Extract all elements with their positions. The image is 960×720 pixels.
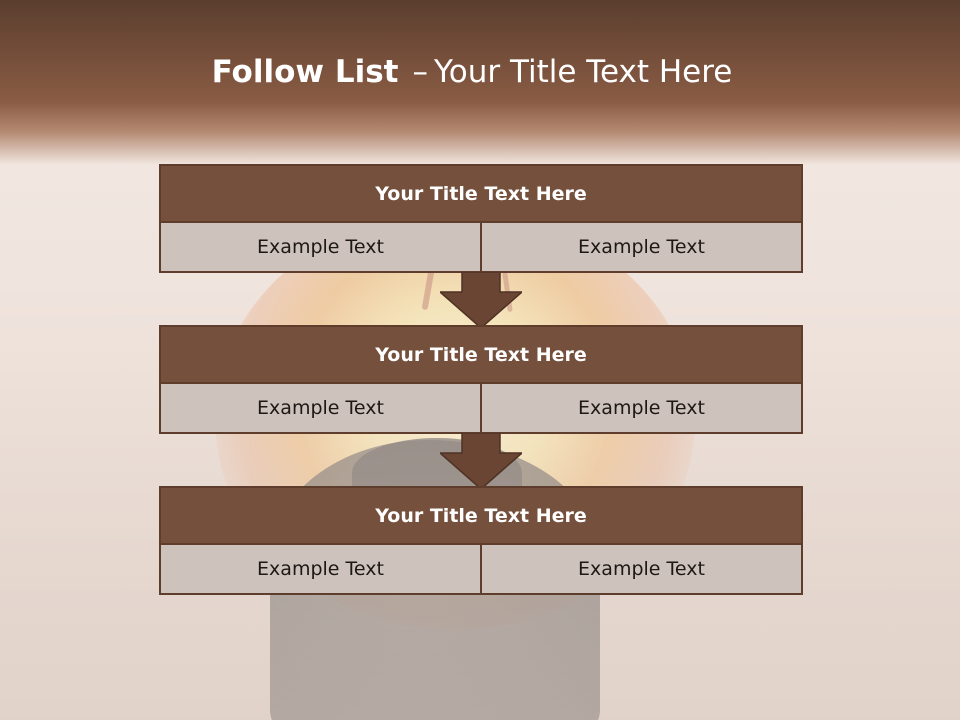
block-title[interactable]: Your Title Text Here	[161, 166, 801, 223]
slide-title-bold: Follow List	[211, 54, 399, 90]
down-arrow-icon	[440, 272, 522, 328]
slide-title[interactable]: Follow List–Your Title Text Here	[0, 54, 944, 90]
block-cell-left[interactable]: Example Text	[161, 223, 480, 271]
block-title[interactable]: Your Title Text Here	[161, 488, 801, 545]
follow-list-block[interactable]: Your Title Text Here Example Text Exampl…	[159, 325, 803, 434]
down-arrow-icon	[440, 433, 522, 489]
block-row: Example Text Example Text	[161, 384, 801, 432]
header-band	[0, 0, 960, 165]
block-cell-right[interactable]: Example Text	[480, 384, 801, 432]
block-cell-left[interactable]: Example Text	[161, 545, 480, 593]
block-cell-left[interactable]: Example Text	[161, 384, 480, 432]
slide-title-rest: Your Title Text Here	[433, 54, 733, 90]
slide-title-separator: –	[412, 54, 428, 90]
block-cell-right[interactable]: Example Text	[480, 545, 801, 593]
block-row: Example Text Example Text	[161, 545, 801, 593]
follow-list-block[interactable]: Your Title Text Here Example Text Exampl…	[159, 486, 803, 595]
block-title[interactable]: Your Title Text Here	[161, 327, 801, 384]
follow-list-block[interactable]: Your Title Text Here Example Text Exampl…	[159, 164, 803, 273]
block-row: Example Text Example Text	[161, 223, 801, 271]
block-cell-right[interactable]: Example Text	[480, 223, 801, 271]
